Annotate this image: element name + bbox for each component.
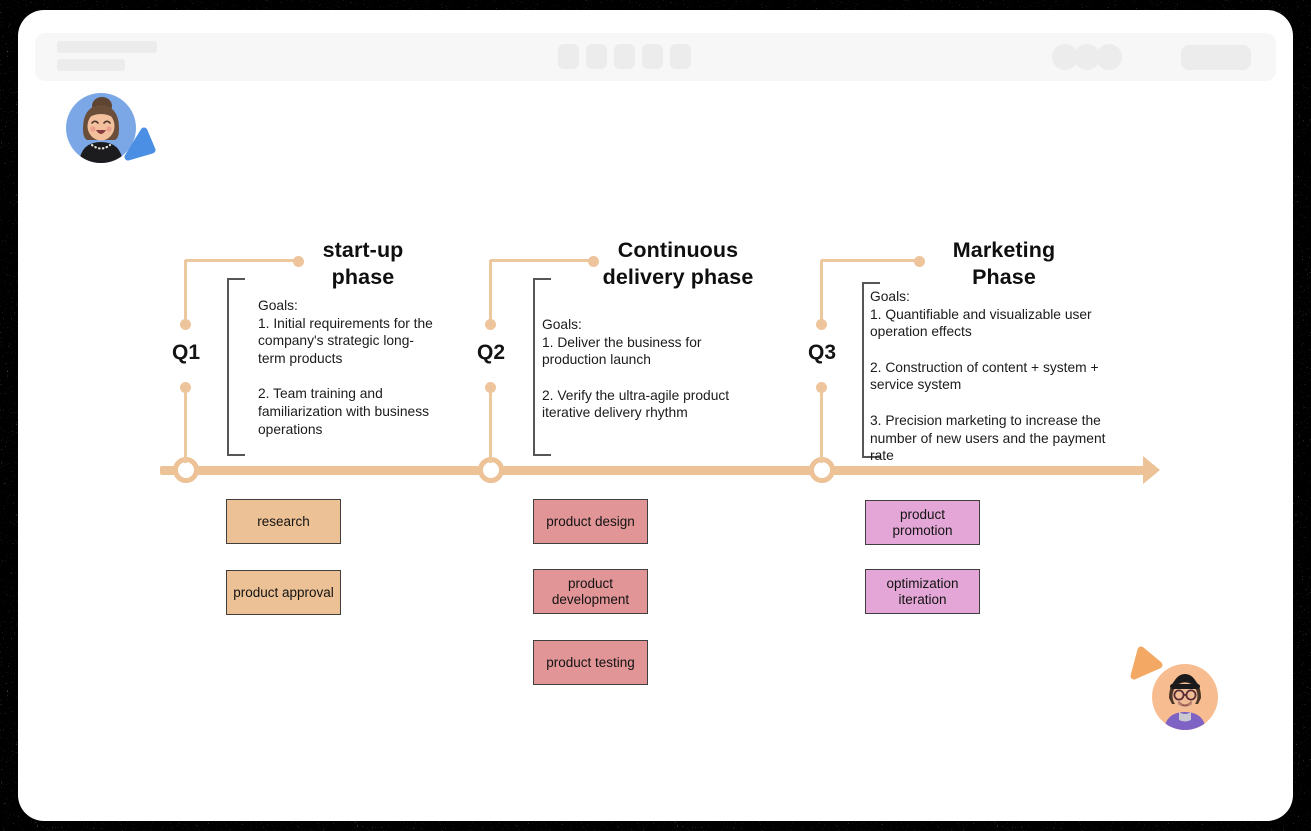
phase3-title: Marketing Phase [952,238,1056,289]
task-box-product-approval[interactable]: product approval [226,570,341,615]
phase1-title: start-up phase [322,238,404,289]
goals-heading: Goals: [870,289,910,304]
goal-item: 2. Construction of content + system + se… [870,359,1099,393]
phase1-goals-bracket [227,278,245,456]
phase2-connector-dot-title [588,256,599,267]
app-canvas [18,10,1293,821]
collaborator-avatar-bottom-right [1152,664,1218,730]
phase2-goals-bracket [533,278,551,456]
task-box-product-design[interactable]: product design [533,499,648,544]
task-box-optimization-iteration[interactable]: optimization iteration [865,569,980,614]
toolbar-tool-button-2[interactable] [586,44,607,69]
phase3-quarter-label: Q3 [807,341,836,364]
goals-heading: Goals: [258,298,298,313]
phase1-connector-vertical [184,260,187,322]
phase3-connector-stem [820,393,823,463]
goal-item: 2. Team training and familiarization wit… [258,386,429,437]
task-box-research[interactable]: research [226,499,341,544]
collaborator-avatar-top-left [66,93,136,163]
phase1-connector-dot-title [293,256,304,267]
timeline-arrowhead-icon [1143,456,1160,484]
collaborator-cursor-orange-icon [1130,646,1163,680]
goals-heading: Goals: [542,317,582,332]
phase2-connector-vertical [489,260,492,322]
goal-item: 2. Verify the ultra-agile product iterat… [542,387,730,421]
phase2-connector-dot-upper [485,319,496,330]
collaborator-avatar-chip-2[interactable] [1074,44,1100,70]
task-box-product-development[interactable]: product development [533,569,648,614]
collaborator-avatar-chip-1[interactable] [1052,44,1078,70]
share-button-placeholder[interactable] [1181,45,1251,70]
goal-item: 1. Initial requirements for the company'… [258,315,433,366]
collaborator-cursor-blue-icon [124,127,156,161]
task-box-product-testing[interactable]: product testing [533,640,648,685]
toolbar-tool-button-5[interactable] [670,44,691,69]
phase3-connector-dot-upper [816,319,827,330]
phase1-quarter-label: Q1 [171,341,200,364]
toolbar-tool-button-1[interactable] [558,44,579,69]
goal-item: 3. Precision marketing to increase the n… [870,412,1106,464]
toolbar-subtitle-placeholder [57,59,125,71]
goal-item: 1. Deliver the business for production l… [542,334,702,368]
phase1-connector-dot-upper [180,319,191,330]
goal-item: 1. Quantifiable and visualizable user op… [870,306,1092,340]
phase2-connector-dot-lower [485,382,496,393]
phase3-connector-horizontal [821,259,919,262]
timeline-axis [160,466,1148,475]
phase3-connector-dot-title [914,256,925,267]
toolbar-tool-button-4[interactable] [642,44,663,69]
phase2-connector-stem [489,393,492,463]
phase2-title: Continuous delivery phase [602,238,754,289]
toolbar-tool-button-3[interactable] [614,44,635,69]
task-box-product-promotion[interactable]: product promotion [865,500,980,545]
phase3-connector-dot-lower [816,382,827,393]
toolbar [35,33,1276,81]
phase1-connector-horizontal [185,259,298,262]
toolbar-title-placeholder [57,41,157,53]
phase1-connector-dot-lower [180,382,191,393]
phase1-connector-stem [184,393,187,463]
collaborator-avatar-chip-3[interactable] [1096,44,1122,70]
phase3-goals-bracket [862,282,880,458]
phase3-goals-text: Goals: 1. Quantifiable and visualizable … [870,288,1126,465]
phase3-connector-vertical [820,260,823,322]
phase2-goals-text: Goals: 1. Deliver the business for produ… [542,316,750,422]
phase2-quarter-label: Q2 [476,341,505,364]
phase1-goals-text: Goals: 1. Initial requirements for the c… [258,297,434,438]
phase2-connector-horizontal [490,259,593,262]
